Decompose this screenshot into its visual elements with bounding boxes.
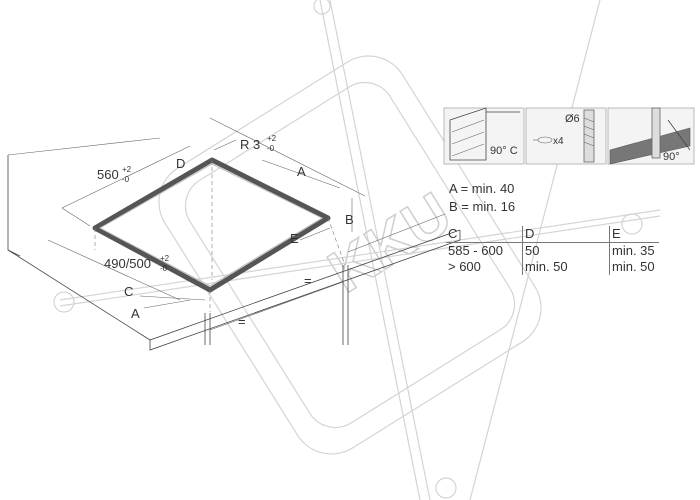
screw-count-label: x4 — [553, 136, 564, 147]
cutout — [92, 157, 346, 312]
table-cell: min. 50 — [612, 259, 655, 274]
legend-a: A = min. 40 — [449, 181, 515, 196]
table-row: > 600 min. 50 min. 50 — [446, 259, 659, 275]
width-tol-bottom: -0 — [122, 175, 130, 184]
clearance-table: C D E 585 - 600 50 min. 35 > 600 min. 50… — [446, 226, 659, 275]
header-c: C — [446, 226, 523, 243]
table-header-row: C D E — [446, 226, 659, 243]
label-a-bottom: A — [131, 306, 140, 321]
radius-tol-top: +2 — [267, 134, 277, 143]
clearance-legend: A = min. 40 B = min. 16 — [449, 180, 515, 216]
header-e: E — [609, 226, 659, 243]
width-tol-top: +2 — [122, 165, 132, 174]
table-cell: > 600 — [446, 259, 523, 275]
table-cell: min. 35 — [612, 243, 655, 258]
angle-right-label: 90° — [663, 151, 680, 163]
detail-screws: x4 Ø6 — [525, 107, 607, 165]
depth-label: 490/500 — [104, 256, 151, 271]
table-cell: 50 — [522, 242, 610, 259]
dimension-labels: R 3 +2 -0 560 +2 -0 490/500 +2 -0 D A B … — [97, 134, 354, 329]
label-d: D — [176, 156, 185, 171]
label-b: B — [345, 212, 354, 227]
hole-diameter-label: Ø6 — [565, 113, 580, 125]
table-cell: 585 - 600 — [446, 242, 523, 259]
worktop — [7, 117, 461, 351]
equal-mark-2: = — [238, 314, 246, 329]
radius-tol-bottom: -0 — [267, 144, 275, 153]
table-cell: min. 50 — [522, 259, 610, 275]
label-a-top: A — [297, 164, 306, 179]
equal-mark-1: = — [304, 273, 312, 288]
detail-angle-right: 90° — [607, 107, 695, 165]
table-row: 585 - 600 50 min. 35 — [446, 242, 659, 259]
label-c: C — [124, 284, 133, 299]
radius-label: R 3 — [240, 137, 260, 152]
label-e: E — [290, 231, 299, 246]
depth-tol-top: +2 — [160, 254, 170, 263]
dimension-lines — [47, 139, 446, 331]
watermark-text: KKU — [317, 180, 463, 306]
legend-b: B = min. 16 — [449, 199, 516, 214]
angle-left-label: 90° C — [490, 145, 518, 157]
header-d: D — [522, 226, 610, 243]
width-label: 560 — [97, 167, 119, 182]
depth-tol-bottom: -0 — [160, 264, 168, 273]
detail-angle-left: 90° C — [443, 107, 525, 165]
